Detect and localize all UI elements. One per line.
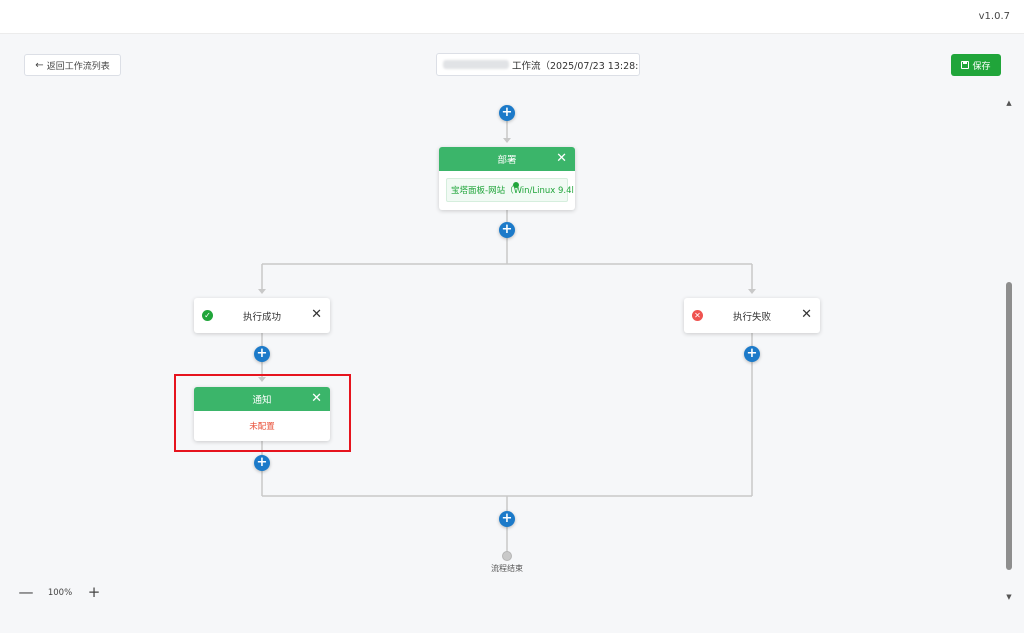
notify-node[interactable]: 通知 ✕ 未配置 <box>194 387 330 441</box>
plus-icon: + <box>256 346 268 361</box>
notify-status-text: 未配置 <box>249 422 275 432</box>
deploy-node-header: 部署 ✕ <box>439 147 575 171</box>
fail-branch-label: 执行失败 <box>732 311 771 323</box>
scroll-up-arrow[interactable]: ▲ <box>1006 99 1012 107</box>
add-node-button-success[interactable]: + <box>254 346 270 362</box>
add-node-button-bottom[interactable]: + <box>499 511 515 527</box>
add-node-button-after-notify[interactable]: + <box>254 455 270 471</box>
add-node-button-after-deploy[interactable]: + <box>499 222 515 238</box>
save-button-label: 保存 <box>972 61 991 72</box>
zoom-in-button[interactable]: + <box>86 585 102 601</box>
close-icon[interactable]: ✕ <box>556 151 567 166</box>
plus-icon: + <box>501 511 513 526</box>
end-node-label: 流程结束 <box>491 564 523 573</box>
back-to-workflow-list-button[interactable]: ← 返回工作流列表 <box>24 54 121 76</box>
status-dot-icon <box>513 182 519 188</box>
close-icon[interactable]: ✕ <box>311 391 322 406</box>
blurred-name <box>443 60 509 69</box>
deploy-target-item[interactable]: 宝塔面板-网站（Win/Linux 9.4l <box>446 178 574 202</box>
close-icon[interactable]: ✕ <box>311 307 322 322</box>
arrow-left-icon: ← <box>35 59 44 71</box>
deploy-node[interactable]: 部署 ✕ 宝塔面板-网站（Win/Linux 9.4l <box>439 147 575 210</box>
back-button-label: 返回工作流列表 <box>46 61 110 72</box>
plus-icon: + <box>501 222 513 237</box>
zoom-out-button[interactable]: — <box>18 585 34 601</box>
x-circle-icon: ✕ <box>692 310 703 321</box>
zoom-level: 100% <box>47 588 73 598</box>
notify-node-header: 通知 ✕ <box>194 387 330 411</box>
save-button[interactable]: 保存 <box>951 54 1001 76</box>
floppy-icon <box>961 61 970 69</box>
close-icon[interactable]: ✕ <box>801 307 812 322</box>
workflow-title-input[interactable]: 工作流（2025/07/23 13:28: <box>436 53 640 76</box>
success-branch-label: 执行成功 <box>242 311 281 323</box>
workflow-title-text: 工作流（2025/07/23 13:28: <box>512 60 639 72</box>
scroll-down-arrow[interactable]: ▼ <box>1006 593 1012 601</box>
plus-icon: + <box>501 105 513 120</box>
plus-icon: + <box>746 346 758 361</box>
end-node-dot <box>502 551 512 561</box>
notify-node-title: 通知 <box>252 395 272 406</box>
add-node-button-top[interactable]: + <box>499 105 515 121</box>
plus-icon: + <box>87 583 101 601</box>
add-node-button-fail[interactable]: + <box>744 346 760 362</box>
deploy-target-label: 宝塔面板-网站（Win/Linux 9.4l <box>451 186 574 196</box>
success-branch-node[interactable]: ✓ 执行成功 ✕ <box>194 298 330 333</box>
version-label: v1.0.7 <box>978 11 1010 22</box>
plus-icon: + <box>256 455 268 470</box>
highlight-box <box>174 374 351 452</box>
scrollbar-thumb[interactable] <box>1006 282 1012 570</box>
check-circle-icon: ✓ <box>202 310 213 321</box>
deploy-node-title: 部署 <box>497 155 517 166</box>
top-bar: v1.0.7 <box>0 0 1024 34</box>
minus-icon: — <box>18 583 34 601</box>
fail-branch-node[interactable]: ✕ 执行失败 ✕ <box>684 298 820 333</box>
